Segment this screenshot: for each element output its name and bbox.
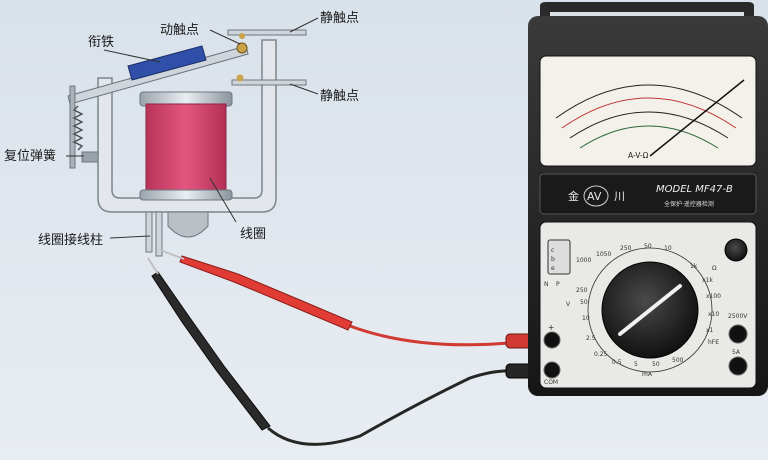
panel-letter-p: P <box>556 281 560 288</box>
dial-5: 5 <box>634 361 638 368</box>
brand-logo-ring <box>583 185 609 207</box>
scale-arc-2 <box>561 97 737 129</box>
static-contact-top-arm <box>227 29 307 36</box>
leader-lines <box>66 17 319 239</box>
port-com-label: COM <box>544 379 558 386</box>
dial-x1k: x1k <box>702 277 713 284</box>
meter-tagline: 全保护·遥控器检测 <box>664 200 714 208</box>
brand-left: 金 <box>568 189 579 203</box>
spring-screw <box>81 151 99 163</box>
static-contact-bottom-arm <box>231 79 307 86</box>
dial-hfe: hFE <box>708 339 719 346</box>
static-contact-top <box>239 33 245 39</box>
panel-letter-n: N <box>544 281 549 288</box>
dial-50c: 50 <box>644 243 652 250</box>
dial-unit-ohm: Ω <box>712 265 717 272</box>
coil-core-bottom <box>139 189 233 201</box>
multimeter: A-V-Ω 金 AV 川 MODEL MF47-B 全保护·遥控器检测 c b … <box>528 2 768 396</box>
dial-250b: 250 <box>620 245 632 252</box>
scale-arc-1 <box>555 84 743 119</box>
black-lead-cable <box>267 369 521 446</box>
scale-arc-3 <box>569 111 729 139</box>
black-probe <box>151 271 271 431</box>
meter-needle <box>649 79 745 157</box>
test-leads <box>147 249 553 446</box>
meter-handle <box>540 2 754 22</box>
dial-x1: x1 <box>706 327 714 334</box>
selector-pointer <box>618 284 682 336</box>
meter-model: MODEL MF47-B <box>656 184 733 195</box>
port-2500v-label: 2500V <box>728 313 748 320</box>
dial-1k: 1k <box>690 263 698 270</box>
panel-letter-e: e <box>551 265 555 272</box>
dial-1000: 1000 <box>576 257 591 264</box>
hfe-socket <box>547 239 571 275</box>
dial-0.25: 0.25 <box>594 351 608 358</box>
dial-50b: 50 <box>652 361 660 368</box>
port-plus-label: + <box>548 323 554 332</box>
label-coil: 线圈 <box>240 227 266 242</box>
red-lead-cable <box>349 324 521 347</box>
coil-winding <box>145 103 227 195</box>
return-spring <box>72 105 84 151</box>
dial-10b: 10 <box>664 245 672 252</box>
dial-x100: x100 <box>706 293 721 300</box>
dial-50: 50 <box>580 299 588 306</box>
label-moving-contact: 动触点 <box>160 23 199 38</box>
jack-2500v[interactable] <box>728 324 748 344</box>
relay <box>67 29 307 257</box>
moving-contact <box>236 42 248 54</box>
jack-com[interactable] <box>543 361 561 379</box>
static-contact-bottom <box>236 74 244 82</box>
coil-terminal-2 <box>155 211 163 257</box>
black-probe-tip <box>147 257 159 275</box>
dial-500: 500 <box>672 357 684 364</box>
dial-labels: 1000 250 50 10 2.5 0.25 0.5 5 50 500 105… <box>566 243 721 378</box>
red-probe <box>179 255 353 331</box>
label-static-contact-bottom: 静触点 <box>320 89 359 104</box>
dial-unit-ma: mA <box>642 371 653 378</box>
ohm-zero-knob <box>724 238 748 262</box>
label-return-spring: 复位弹簧 <box>4 148 56 164</box>
jack-plus[interactable] <box>543 331 561 349</box>
brand-logo: AV <box>587 190 602 203</box>
scale-window <box>539 55 757 167</box>
dial-scale-ring <box>587 247 713 373</box>
brand-strip <box>539 173 757 215</box>
brand-right: 川 <box>614 190 625 203</box>
label-coil-terminal: 线圈接线柱 <box>38 232 103 248</box>
dial-1050: 1050 <box>596 251 611 258</box>
panel-letter-b: b <box>551 256 555 263</box>
dial-250: 250 <box>576 287 588 294</box>
dial-2.5: 2.5 <box>586 335 596 342</box>
armature <box>127 45 207 81</box>
dial-10: 10 <box>582 315 590 322</box>
face-symbols: A-V-Ω <box>628 151 649 160</box>
relay-frame <box>97 39 277 213</box>
scale-arc-4 <box>579 125 719 149</box>
panel-letter-c: c <box>551 247 554 254</box>
dial-0.5: 0.5 <box>612 359 622 366</box>
red-probe-tip <box>159 249 185 260</box>
port-5a-label: 5A <box>732 349 741 356</box>
label-armature: 衔铁 <box>88 35 114 50</box>
dial-unit-v: V <box>566 301 571 308</box>
label-static-contact-top: 静触点 <box>320 11 359 26</box>
coil-terminal-1 <box>145 211 153 253</box>
jack-5a[interactable] <box>728 356 748 376</box>
dial-x10: x10 <box>708 311 719 318</box>
coil-core-foot <box>167 211 209 238</box>
